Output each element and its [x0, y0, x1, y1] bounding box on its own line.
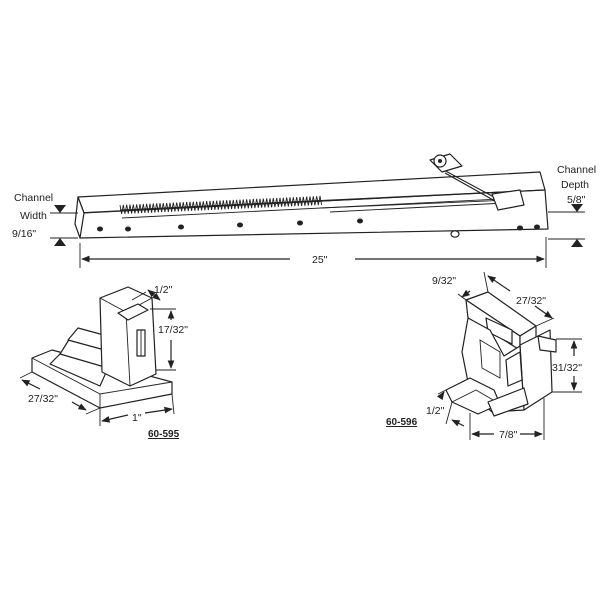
- part-60-595-depth: 27/32": [28, 393, 58, 405]
- part-60-595-dimensions: 1/2" 17/32" 27/32" 1" 60-595: [19, 284, 188, 440]
- part-60-596-drawing: [445, 291, 557, 417]
- part-60-595-height: 17/32": [158, 324, 188, 336]
- channel-depth-label-2: Depth: [561, 179, 589, 191]
- length-dimension: 25": [79, 237, 547, 268]
- length-label: 25": [312, 254, 328, 266]
- part-60-596-bottom-length: 7/8": [499, 429, 518, 441]
- part-60-595-drawing: [31, 286, 173, 409]
- channel-depth-value: 5/8": [567, 194, 586, 206]
- channel-width-value: 9/16": [12, 228, 36, 240]
- part-60-596-height: 31/32": [552, 362, 582, 374]
- part-60-595-length: 1": [132, 412, 142, 424]
- part-60-596-top-length: 27/32": [516, 295, 546, 307]
- channel-width-label-1: Channel: [14, 192, 53, 204]
- part-60-596-top-width: 9/32": [432, 275, 456, 287]
- part-60-595-number: 60-595: [148, 429, 180, 440]
- spring-coil-path: [119, 195, 323, 215]
- channel-depth-label-1: Channel: [557, 164, 596, 176]
- channel-width-label-2: Width: [20, 210, 47, 222]
- balance-cord-pulley: [319, 153, 525, 213]
- balance-spring: [119, 195, 323, 215]
- part-60-596-number: 60-596: [386, 417, 418, 428]
- mounting-holes: [97, 218, 540, 238]
- part-60-596-bottom-width: 1/2": [426, 405, 445, 417]
- channel-width-dimension: Channel Width 9/16": [12, 192, 78, 246]
- channel-depth-dimension: Channel Depth 5/8": [548, 164, 596, 247]
- part-60-595-width-top: 1/2": [154, 284, 173, 296]
- part-60-596-dimensions: 9/32" 27/32" 31/32" 1/2" 7/8" 60-596: [386, 271, 582, 441]
